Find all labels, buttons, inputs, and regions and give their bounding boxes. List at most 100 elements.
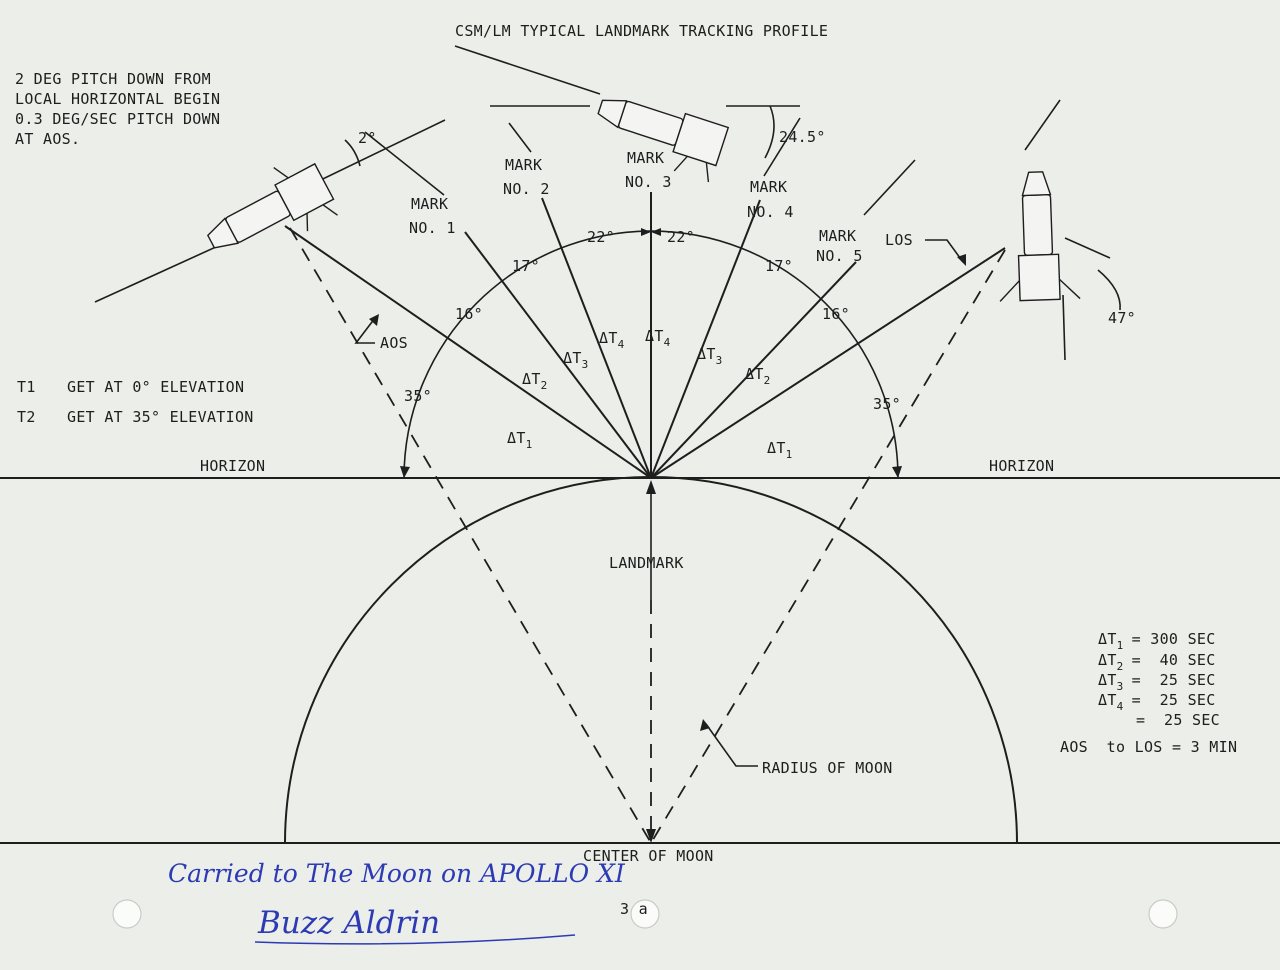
delta-t2-right: ΔT2 <box>745 364 771 387</box>
delta-t3-left-sub: 3 <box>581 358 589 371</box>
duration-row-5: = 25 SEC <box>1136 710 1220 730</box>
angle-35-left: 35° <box>404 387 432 405</box>
center-of-moon-label: CENTER OF MOON <box>583 847 714 865</box>
duration-row-1-sub: 1 <box>1116 639 1124 652</box>
arc-pitch-2 <box>344 139 361 167</box>
duration-row-3-sub: 3 <box>1116 680 1124 693</box>
horizon-right-label: HORIZON <box>989 457 1055 475</box>
delta-t3-right-sub: 3 <box>715 354 723 367</box>
delta-t3-right-base: ΔT <box>697 345 716 363</box>
mark-1-label: MARK <box>411 195 449 213</box>
ray-mark-4 <box>650 199 761 479</box>
arrowhead-radius <box>700 719 710 731</box>
radius-leader <box>705 723 758 767</box>
angle-35-right: 35° <box>873 395 901 413</box>
arrowhead-aos <box>369 314 379 326</box>
angle-22-left: 22° <box>587 228 615 246</box>
delta-t1-left: ΔT1 <box>507 428 533 451</box>
delta-t4-left-base: ΔT <box>599 329 618 347</box>
duration-row-5-value: = 25 SEC <box>1136 711 1220 729</box>
dashed-los-to-center <box>650 249 1006 844</box>
angle-pitch-245: 24.5° <box>779 128 826 146</box>
mark-2-number: NO. 2 <box>503 180 550 198</box>
arc-pitch-245 <box>764 105 775 159</box>
mark-4-number: NO. 4 <box>747 203 794 221</box>
duration-row-2-sub: 2 <box>1116 660 1124 673</box>
angle-16-left: 16° <box>455 305 483 323</box>
arrowhead-35-right <box>892 466 902 478</box>
delta-t4-right: ΔT4 <box>645 326 671 349</box>
punch-hole-center <box>630 899 660 929</box>
delta-t3-left-base: ΔT <box>563 349 582 367</box>
duration-row-4-base: ΔT <box>1098 691 1117 709</box>
mark-5-label: MARK <box>819 227 857 245</box>
handwritten-signature: Buzz Aldrin <box>258 905 441 941</box>
angle-16-right: 16° <box>822 305 850 323</box>
duration-row-4-sub: 4 <box>1116 700 1124 713</box>
ray-los <box>650 247 1006 479</box>
mark-4-label: MARK <box>750 178 788 196</box>
legend-t2-key: T2 <box>17 408 36 426</box>
spacecraft-right-icon <box>999 171 1081 302</box>
punch-hole-right <box>1148 899 1178 929</box>
pitch-note-line-3: 0.3 DEG/SEC PITCH DOWN <box>15 110 221 128</box>
duration-row-1: ΔT1 = 300 SEC <box>1098 629 1216 652</box>
landmark-label: LANDMARK <box>609 554 684 572</box>
mark-1-number: NO. 1 <box>409 219 456 237</box>
mark-2-label: MARK <box>505 156 543 174</box>
delta-t2-left-sub: 2 <box>540 379 548 392</box>
duration-row-1-value: = 300 SEC <box>1131 630 1216 648</box>
mark2-leader <box>508 122 532 153</box>
delta-t1-right-sub: 1 <box>785 448 793 461</box>
ray-mark-2 <box>541 197 652 479</box>
spacecraft-top-icon <box>597 99 730 183</box>
delta-t4-right-base: ΔT <box>645 327 664 345</box>
duration-row-3-base: ΔT <box>1098 671 1117 689</box>
delta-t1-left-base: ΔT <box>507 429 526 447</box>
horizon-left-label: HORIZON <box>200 457 266 475</box>
los-leader <box>925 239 964 263</box>
mark5-leader <box>863 159 916 216</box>
duration-row-2-value: = 40 SEC <box>1131 651 1216 669</box>
mark-3-label: MARK <box>627 149 665 167</box>
legend-t2-text: GET AT 35° ELEVATION <box>67 408 254 426</box>
mark4-leader <box>763 117 801 177</box>
delta-t3-right: ΔT3 <box>697 344 723 367</box>
angle-17-left: 17° <box>512 257 540 275</box>
mark-3-number: NO. 3 <box>625 173 672 191</box>
diagram-title: CSM/LM TYPICAL LANDMARK TRACKING PROFILE <box>455 22 829 40</box>
radius-of-moon-label: RADIUS OF MOON <box>762 759 893 777</box>
page-number: 3 a <box>620 900 648 918</box>
legend-t1-text: GET AT 0° ELEVATION <box>67 378 245 396</box>
pitch-note-line-1: 2 DEG PITCH DOWN FROM <box>15 70 211 88</box>
delta-t2-right-sub: 2 <box>763 374 771 387</box>
duration-row-4: ΔT4 = 25 SEC <box>1098 690 1216 713</box>
ray-aos <box>284 225 652 479</box>
spacecraft-left-icon <box>206 162 338 249</box>
duration-row-1-base: ΔT <box>1098 630 1117 648</box>
ray-mark-1 <box>464 231 652 479</box>
duration-row-4-value: = 25 SEC <box>1131 691 1216 709</box>
angle-22-right: 22° <box>667 228 695 246</box>
duration-row-2: ΔT2= 40 SEC <box>1098 650 1216 673</box>
angle-pitch-2: 2° <box>358 129 377 147</box>
mark-5-number: NO. 5 <box>816 247 863 265</box>
delta-t2-left: ΔT2 <box>522 369 548 392</box>
orbit-track-right <box>1024 99 1061 151</box>
delta-t3-left: ΔT3 <box>563 348 589 371</box>
delta-t1-right: ΔT1 <box>767 438 793 461</box>
delta-t1-left-sub: 1 <box>525 438 533 451</box>
arc-elevation <box>403 230 899 479</box>
pitch-note-line-2: LOCAL HORIZONTAL BEGIN <box>15 90 221 108</box>
aos-leader <box>354 317 376 344</box>
los-label: LOS <box>885 231 913 249</box>
delta-t2-left-base: ΔT <box>522 370 541 388</box>
signature-swash <box>254 934 576 945</box>
aos-to-los: AOS to LOS = 3 MIN <box>1060 738 1238 756</box>
arrowhead-22-left <box>641 228 651 236</box>
angle-17-right: 17° <box>765 257 793 275</box>
aos-label: AOS <box>380 334 408 352</box>
ray-mark-5 <box>650 261 857 479</box>
